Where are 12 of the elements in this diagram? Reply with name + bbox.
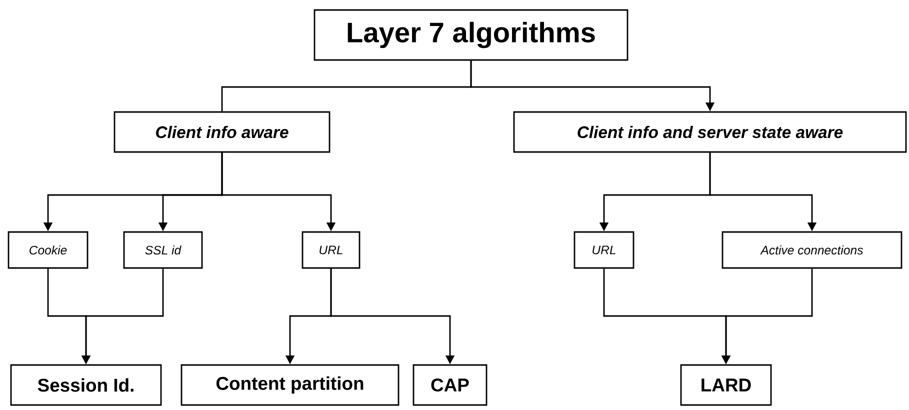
process-box: Layer 7 algorithms (314, 9, 628, 61)
process-box: Session Id. (10, 364, 162, 406)
process-box: Client info aware (114, 111, 330, 153)
process-box: CAP (412, 364, 488, 406)
process-box: Active connections (722, 231, 902, 269)
process-box: SSL id (123, 231, 203, 269)
process-box: Content partition (180, 364, 400, 406)
process-box: Cookie (8, 231, 88, 269)
process-box: URL (574, 231, 634, 269)
process-box: Client info and server state aware (513, 111, 907, 153)
process-box: LARD (680, 364, 772, 406)
process-box: URL (302, 231, 360, 269)
